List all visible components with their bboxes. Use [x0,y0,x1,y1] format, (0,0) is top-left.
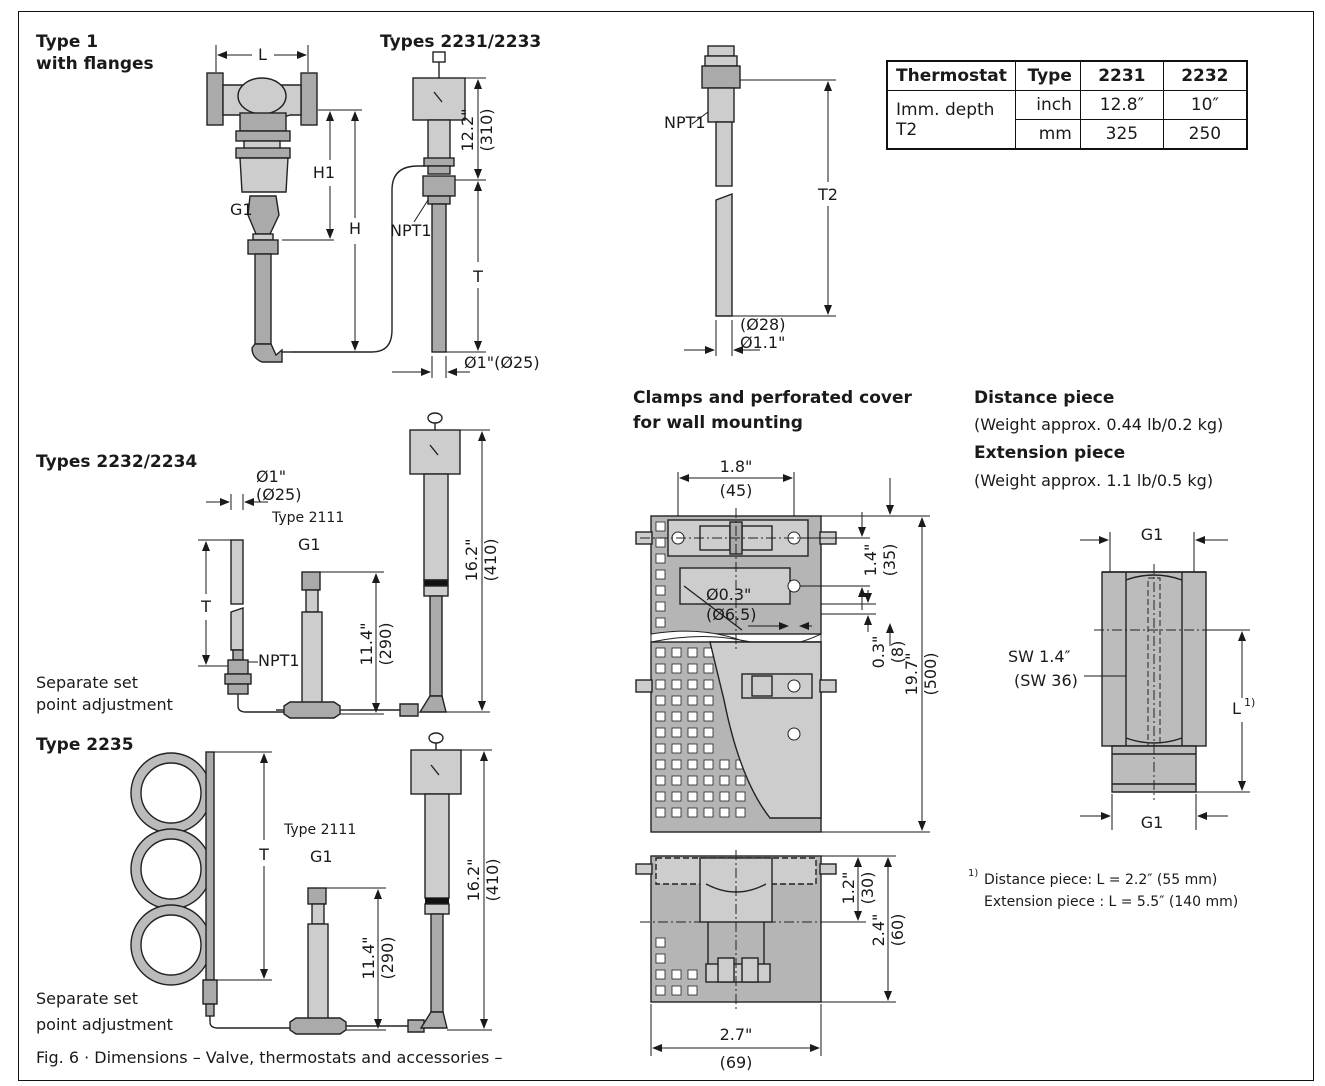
col-2232: 2232 [1162,60,1248,91]
row-label-imm-depth: Imm. depth T2 [886,90,1016,150]
types-2232-2234-drawing: Types 2232/2234 Ø1" (Ø25) NPT1 T Separat… [36,412,500,719]
table-row: Imm. depth T2 inch 12.8″ 10″ [886,90,1248,150]
types-2231-2233-title: Types 2231/2233 [380,32,541,52]
dim-T-2231: T [472,267,483,286]
distance-piece-drawing: Distance piece (Weight approx. 0.44 lb/0… [968,388,1255,910]
dim-T-2235: T [258,845,269,864]
dim-dia0-3: Ø0.3" [706,585,751,604]
dim-11-4-in-2: 11.4" [359,937,378,980]
col-thermostat: Thermostat [886,60,1016,91]
col-2231: 2231 [1079,60,1164,91]
dim-G1-top: G1 [1141,525,1164,544]
types-2232-2234-title: Types 2232/2234 [36,452,197,472]
table-row: mm 325 250 [887,119,1248,150]
dim-NPT1-thermowell: NPT1 [664,113,706,132]
dim-G1-type1: G1 [230,200,253,219]
dim-dia6-5: (Ø6.5) [706,605,757,624]
type-2235-title: Type 2235 [36,735,134,755]
clamps-title-line2: for wall mounting [633,413,803,433]
unit-inch: inch [1014,90,1081,120]
dim-H1: H1 [313,163,335,182]
thermowell-table: Thermostat Type 2231 2232 Imm. depth T2 … [886,60,1248,150]
type1-title-line1: Type 1 [36,32,98,52]
dim-G1-bottom: G1 [1141,813,1164,832]
separate-label-1-line2: point adjustment [36,695,173,714]
dim-sw-in: SW 1.4″ [1008,647,1071,666]
thermowell-table-header: Thermostat Type 2231 2232 [886,60,1248,91]
dim-1-8-mm: (45) [720,481,753,500]
dim-12-2-in: 12.2" [458,109,477,152]
dim-G1-2235: G1 [310,847,333,866]
dim-L-distance: L [1232,699,1241,718]
figure-caption: Fig. 6 · Dimensions – Valve, thermostats… [36,1048,502,1067]
dim-dia1-in: Ø1" [256,467,286,486]
dim-2-4-mm: (60) [888,914,907,947]
dim-16-2-in-2: 16.2" [464,859,483,902]
distance-piece-title: Distance piece [974,388,1114,408]
dim-H: H [349,219,361,238]
footnote-line1: Distance piece: L = 2.2″ (55 mm) [984,872,1217,888]
dim-T-2232: T [200,597,211,616]
footnote-line2: Extension piece : L = 5.5″ (140 mm) [984,894,1238,910]
dim-1-8-in: 1.8" [720,457,753,476]
value-2231-inch: 12.8″ [1079,90,1164,120]
type-2235-drawing: Type 2235 T Separate set point adjustmen… [36,732,502,1035]
dim-16-2-mm-2: (410) [483,858,502,901]
type1-title-line2: with flanges [36,54,154,74]
dim-dia28: (Ø28) [740,315,785,334]
value-2232-mm: 250 [1162,119,1248,150]
dim-1-4-in: 1.4" [861,544,880,577]
type1-valve-drawing: Type 1 with flanges L H1 H [36,32,425,363]
dim-1-4-mm: (35) [880,544,899,577]
dim-L: L [258,45,267,64]
distance-piece-weight: (Weight approx. 0.44 lb/0.2 kg) [974,415,1223,434]
dim-L-footnote-mark: 1) [1244,696,1255,709]
dim-19-7-in: 19.7" [902,653,921,696]
separate-label-2-line1: Separate set [36,989,138,1008]
dim-NPT1-2232: NPT1 [258,651,300,670]
dim-0-3-mm: (8) [888,641,907,664]
dim-0-3-in: 0.3" [869,636,888,669]
dim-2-4-in: 2.4" [869,914,888,947]
separate-label-1-line1: Separate set [36,673,138,692]
dim-12-2-mm: (310) [477,108,496,151]
dim-11-4-mm-1: (290) [376,622,395,665]
unit-mm: mm [1014,119,1081,150]
dim-NPT1-2231: NPT1 [390,221,432,240]
dim-16-2-mm-1: (410) [481,538,500,581]
dim-16-2-in-1: 16.2" [462,539,481,582]
value-2232-inch: 10″ [1162,90,1248,120]
dim-dia1-25: Ø1"(Ø25) [464,353,540,372]
value-2231-mm: 325 [1079,119,1164,150]
separate-label-2-line2: point adjustment [36,1015,173,1034]
extension-piece-weight: (Weight approx. 1.1 lb/0.5 kg) [974,471,1213,490]
thermowell-drawing: NPT1 T2 (Ø28) Ø1.1" [664,45,838,356]
dim-dia25: (Ø25) [256,485,301,504]
dim-G1-2232: G1 [298,535,321,554]
type-2111-label-1: Type 2111 [271,510,344,526]
dim-11-4-mm-2: (290) [378,936,397,979]
clamps-cover-drawing: Clamps and perforated cover for wall mou… [633,388,940,1072]
extension-piece-title: Extension piece [974,443,1125,463]
dim-11-4-in-1: 11.4" [357,623,376,666]
dim-1-2-mm: (30) [858,872,877,905]
dim-dia1-1: Ø1.1" [740,333,785,352]
types-2231-2233-drawing: Types 2231/2233 12.2" (310) T NPT1 Ø1"(Ø… [380,32,541,378]
dim-T2: T2 [817,185,838,204]
col-type: Type [1014,60,1081,91]
dim-1-2-in: 1.2" [839,872,858,905]
footnote-mark: 1) [968,868,978,879]
figure-frame [18,11,1314,1081]
dim-sw-mm: (SW 36) [1014,671,1078,690]
clamps-title-line1: Clamps and perforated cover [633,388,912,408]
dim-2-7-mm: (69) [720,1053,753,1072]
dim-19-7-mm: (500) [921,652,940,695]
type-2111-label-2: Type 2111 [283,822,356,838]
dim-2-7-in: 2.7" [720,1025,753,1044]
